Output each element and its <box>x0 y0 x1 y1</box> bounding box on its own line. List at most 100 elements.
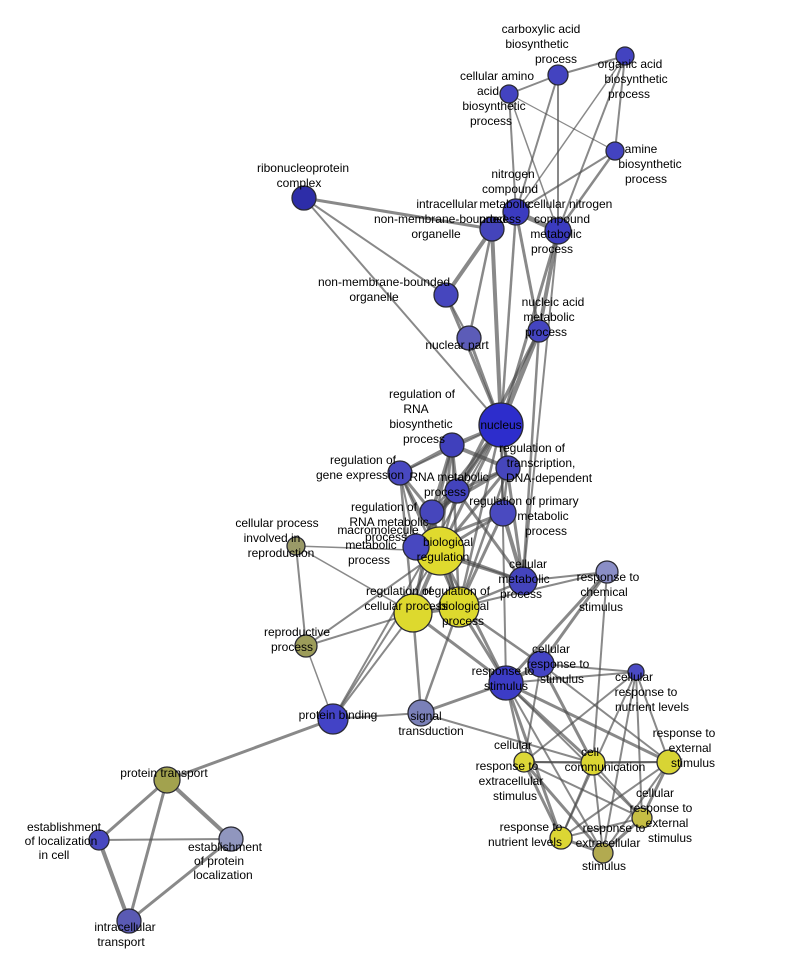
node-label-line: RNA metabolic <box>349 515 428 529</box>
node-nucleic-acid-metabolic-process[interactable]: nucleic acid metabolic process <box>527 319 551 343</box>
edge-n28-n29 <box>539 571 609 665</box>
node-label-line: process <box>470 114 512 128</box>
node-cellular-response-to-extracellular-stimulus[interactable]: cellular response to extracellular stimu… <box>513 751 535 773</box>
node-response-to-chemical-stimulus[interactable]: response to chemical stimulus <box>595 560 619 584</box>
edge-n35-n38 <box>560 762 594 839</box>
edge-n30-n31 <box>505 671 637 684</box>
node-label-line: acid <box>477 84 499 98</box>
node-cellular-process-involved-in-reproduction[interactable]: cellular process involved in reproductio… <box>286 536 306 556</box>
node-protein-binding[interactable]: protein binding <box>317 703 349 735</box>
edge-n36-n38 <box>522 761 563 839</box>
node-regulation-of-rna-biosynthetic-process[interactable]: regulation of RNA biosynthetic process <box>439 432 465 458</box>
edge-n42-n43 <box>128 837 232 923</box>
node-cellular-response-to-external-stimulus[interactable]: cellular response to external stimulus <box>631 807 653 829</box>
node-label-line: biosynthetic <box>462 99 525 113</box>
node-label-line: in cell <box>39 848 70 862</box>
edge-n7-n8 <box>303 196 493 231</box>
node-cellular-metabolic-process[interactable]: cellular metabolic process <box>508 566 538 596</box>
node-rna-metabolic-process[interactable]: RNA metabolic process <box>444 478 470 504</box>
edges-layer <box>97 55 671 923</box>
edge-n40-n43 <box>127 779 169 922</box>
edge-n14-n21 <box>457 467 510 608</box>
node-label-line: organelle <box>349 290 399 304</box>
node-intracellular-transport[interactable]: intracellular transport <box>116 908 142 934</box>
edge-n7-n11 <box>467 228 494 339</box>
edge-n29-n34 <box>540 663 670 763</box>
node-label-line: carboxylic acid <box>502 22 581 36</box>
edge-n3-n6 <box>508 93 559 232</box>
node-regulation-of-transcription-dna-dependent[interactable]: regulation of transcription, DNA-depende… <box>495 455 521 481</box>
edge-n32-n40 <box>166 717 334 782</box>
node-cell-communication[interactable]: cell communication <box>580 750 606 776</box>
node-cellular-response-to-nutrient-levels[interactable]: cellular response to nutrient levels <box>627 663 645 681</box>
edge-n5-n10 <box>514 211 541 332</box>
edge-n4-n6 <box>556 150 617 232</box>
node-response-to-nutrient-levels[interactable]: response to nutrient levels <box>549 826 573 850</box>
node-response-to-extracellular-stimulus[interactable]: response to extracellular stimulus <box>592 842 614 864</box>
node-label-line: biosynthetic <box>618 157 681 171</box>
node-signal-transduction[interactable]: signal transduction <box>407 699 435 727</box>
edge-n30-n37 <box>505 682 643 819</box>
node-regulation-of-rna-metabolic-process[interactable]: regulation of RNA metabolic process <box>419 499 445 525</box>
edge-n3-n5 <box>508 93 517 213</box>
node-carboxylic-acid-biosynthetic-process[interactable]: carboxylic acid biosynthetic process <box>547 64 569 86</box>
node-non-membrane-bounded-organelle[interactable]: non-membrane-bounded organelle <box>433 282 459 308</box>
node-amine-biosynthetic-process[interactable]: amine biosynthetic process <box>605 141 625 161</box>
node-cellular-amino-acid-biosynthetic-process[interactable]: cellular amino acid biosynthetic process <box>499 84 519 104</box>
edge-n12-n21 <box>457 424 503 608</box>
node-nitrogen-compound-metabolic-process[interactable]: nitrogen compound metabolic process <box>502 198 530 226</box>
node-regulation-of-cellular-process[interactable]: regulation of cellular process <box>393 593 433 633</box>
edge-n36-n39 <box>522 761 605 854</box>
node-ribonucleoprotein-complex[interactable]: ribonucleoprotein complex <box>291 185 317 211</box>
node-establishment-of-protein-localization[interactable]: establishment of protein localization <box>218 826 244 852</box>
edge-n7-n9 <box>444 227 494 297</box>
edge-n28-n35 <box>592 571 608 764</box>
edge-n1-n2 <box>557 55 626 76</box>
node-label-line: compound <box>482 182 538 196</box>
node-intracellular-non-membrane-bounded-organelle[interactable]: intracellular non-membrane-bounded organ… <box>479 216 505 242</box>
node-response-to-external-stimulus[interactable]: response to external stimulus <box>656 749 682 775</box>
node-label-line: process <box>625 172 667 186</box>
edge-n41-n43 <box>97 839 131 922</box>
node-establishment-of-localization-in-cell[interactable]: establishment of localization in cell <box>88 829 110 851</box>
edge-n10-n22 <box>521 330 541 582</box>
node-label-line: organelle <box>411 227 461 241</box>
edge-n33-n35 <box>420 712 594 764</box>
edge-n31-n34 <box>635 671 670 763</box>
node-label-line: cellular amino <box>460 69 534 83</box>
edge-n31-n36 <box>523 671 637 763</box>
node-label-line: biosynthetic <box>389 417 452 431</box>
edge-n2-n4 <box>614 55 626 152</box>
edge-n14-n18 <box>431 466 509 514</box>
edge-n26-n27 <box>295 545 307 647</box>
nodes-layer: carboxylic acid biosynthetic process orga… <box>88 46 682 934</box>
node-regulation-of-biological-process[interactable]: regulation of biological process <box>438 586 480 628</box>
node-regulation-of-primary-metabolic-process[interactable]: regulation of primary metabolic process <box>489 499 517 527</box>
node-label-line: nutrient levels <box>615 700 689 714</box>
node-label-line: stimulus <box>493 789 537 803</box>
node-label-line: process <box>348 553 390 567</box>
node-response-to-stimulus[interactable]: response to stimulus <box>488 665 524 701</box>
edge-n31-n37 <box>635 671 643 819</box>
edge-n20-n26 <box>295 545 414 614</box>
edge-n30-n34 <box>505 681 670 764</box>
node-nuclear-part[interactable]: nuclear part <box>456 325 482 351</box>
node-protein-transport[interactable]: protein transport <box>153 766 181 794</box>
node-label-line: non-membrane-bounded <box>318 275 450 289</box>
node-reproductive-process[interactable]: reproductive process <box>294 634 318 658</box>
node-label-line: transduction <box>398 724 463 738</box>
node-nucleus[interactable]: nucleus <box>478 402 524 448</box>
node-label-line: establishment <box>27 820 102 834</box>
node-cellular-nitrogen-compound-metabolic-process[interactable]: cellular nitrogen compound metabolic pro… <box>544 217 572 245</box>
node-organic-acid-biosynthetic-process[interactable]: organic acid biosynthetic process <box>615 46 635 66</box>
node-cellular-response-to-stimulus[interactable]: cellular response to stimulus <box>527 650 555 678</box>
node-label-line: process <box>403 432 445 446</box>
edge-n8-n12 <box>303 197 502 426</box>
node-label-line: stimulus <box>648 831 692 845</box>
node-label-line: biosynthetic <box>505 37 568 51</box>
node-label-line: process <box>535 52 577 66</box>
node-regulation-of-gene-expression[interactable]: regulation of gene expression <box>387 460 413 486</box>
node-macromolecule-metabolic-process[interactable]: macromolecule metabolic process <box>402 533 430 561</box>
